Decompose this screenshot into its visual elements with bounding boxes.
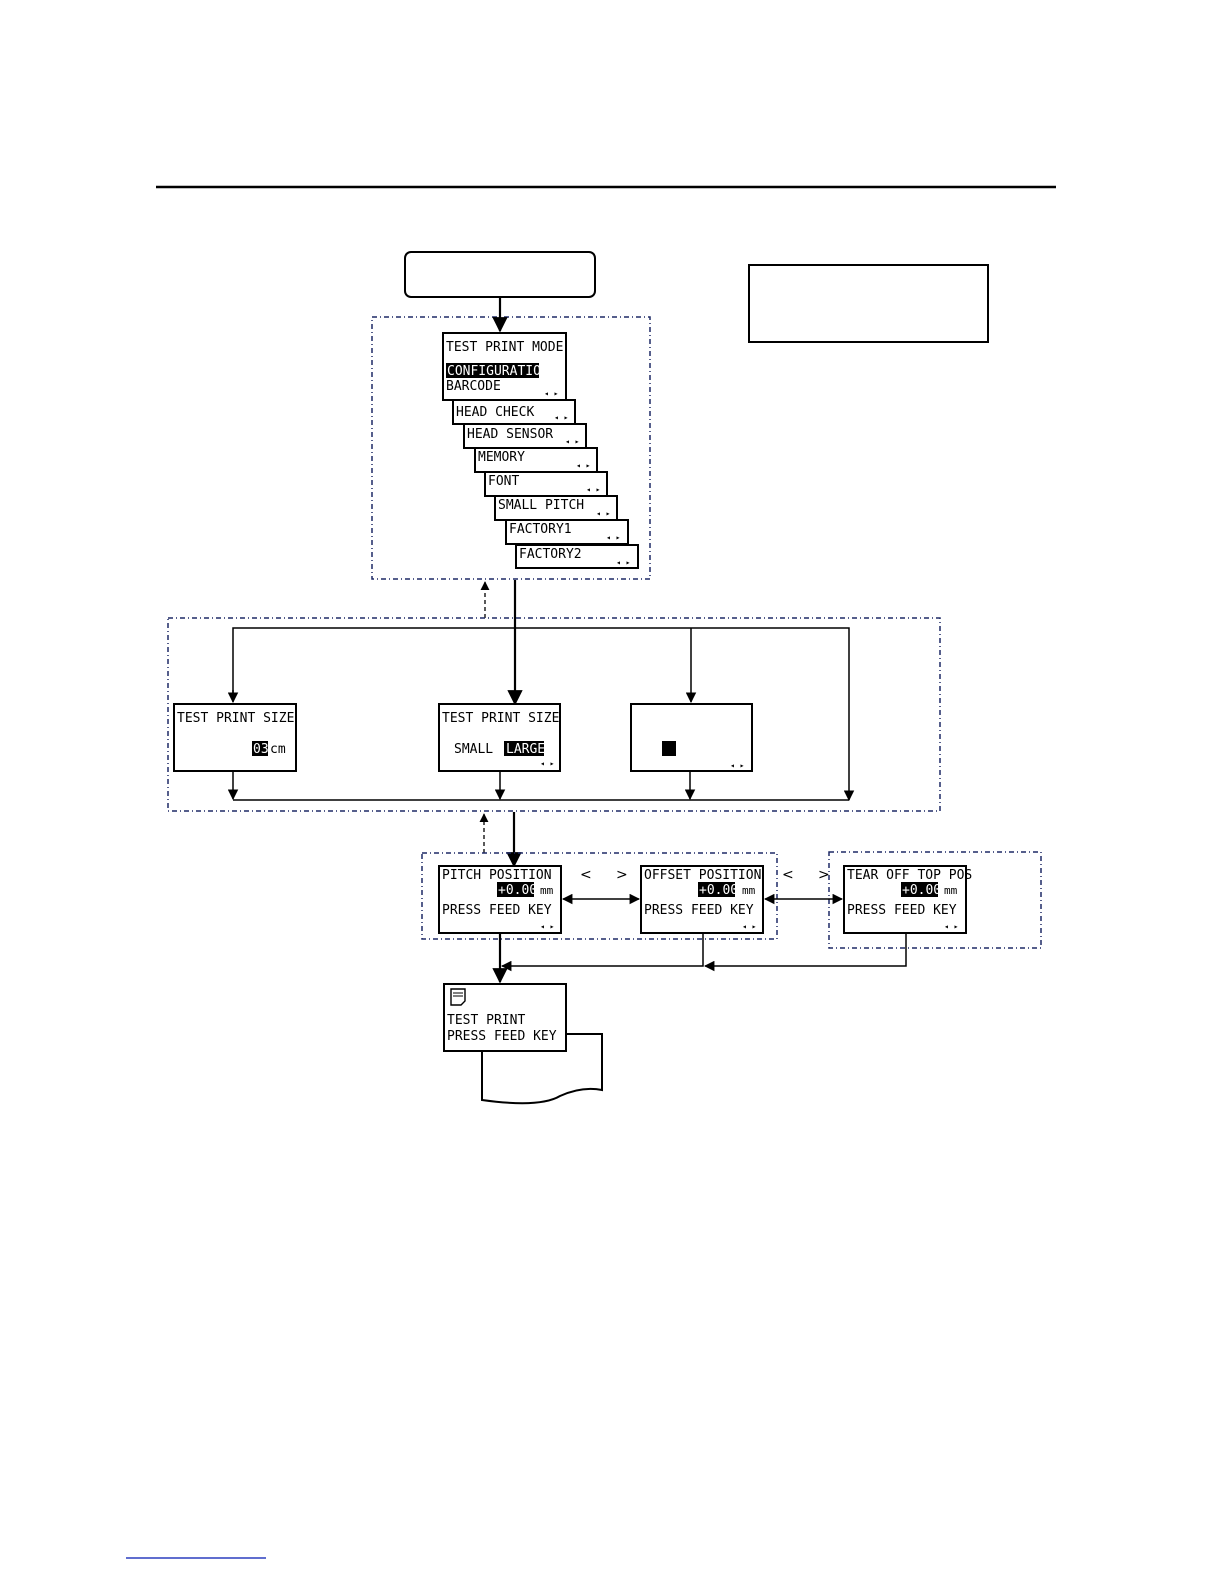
value-highlight [252,741,268,756]
nav-arrows-icon: ◂ ▸ [586,485,600,494]
note-box [748,264,989,343]
test-print-label: TEST PRINT [447,1013,525,1028]
option-small[interactable]: SMALL [454,742,493,757]
menu-card-head-sensor[interactable]: HEAD SENSOR ◂ ▸ [463,423,587,449]
nav-arrows-icon: ◂ ▸ [944,922,958,931]
lcd-title: TEST PRINT SIZE [177,711,294,726]
value-highlight [901,882,938,897]
lcd-test-print-mode[interactable]: TEST PRINT MODE CONFIGURATION BARCODE ◂ … [442,332,567,401]
menu-item-configuration[interactable]: CONFIGURATION [447,364,549,379]
lcd-title: PITCH POSITION [442,868,552,883]
menu-card-label: HEAD SENSOR [467,427,553,442]
lcd-title: TEAR OFF TOP POS [847,868,972,883]
lcd-prompt: PRESS FEED KEY [442,903,552,918]
nav-arrows-icon: ◂ ▸ [554,413,568,422]
lcd-pitch-position[interactable]: PITCH POSITION +0.00 mm PRESS FEED KEY ◂… [438,865,562,934]
branch-line-top [232,627,855,802]
nav-arrows-icon: ◂ ▸ [576,461,590,470]
nav-arrows-icon: ◂ ▸ [544,389,558,398]
chevron-left-icon: < [580,867,592,883]
line-offset-return [500,934,704,972]
lcd-offset-position[interactable]: OFFSET POSITION +0.00 mm PRESS FEED KEY … [640,865,764,934]
chevron-right-icon: > [616,867,628,883]
option-highlight [504,741,544,756]
lcd-size-select[interactable]: TEST PRINT SIZE SMALL LARGE ◂ ▸ [438,703,561,772]
lcd-title: TEST PRINT MODE [446,340,563,355]
pitch-unit: mm [540,884,554,897]
menu-card-memory[interactable]: MEMORY ◂ ▸ [474,447,598,473]
nav-arrows-icon: ◂ ▸ [730,761,744,770]
menu-item-barcode[interactable]: BARCODE [446,379,501,394]
test-print-prompt: PRESS FEED KEY [447,1029,557,1044]
menu-card-label: FACTORY2 [519,547,582,562]
lcd-title: OFFSET POSITION [644,868,761,883]
chevron-right-icon: > [818,867,830,883]
menu-card-label: FONT [488,474,519,489]
tear-off-unit: mm [944,884,958,897]
lcd-prompt: PRESS FEED KEY [847,903,957,918]
value-highlight [497,882,534,897]
menu-card-stack: FACTORY2 ◂ ▸ FACTORY1 ◂ ▸ SMALL PITCH ◂ … [442,332,639,569]
lcd-title: TEST PRINT SIZE [442,711,559,726]
option-large[interactable]: LARGE [506,742,545,757]
menu-card-label: FACTORY1 [509,522,572,537]
offset-value[interactable]: +0.00 [699,883,738,898]
size-unit: cm [270,742,286,757]
tear-off-value[interactable]: +0.00 [902,883,941,898]
nav-arrows-icon: ◂ ▸ [616,558,630,567]
nav-arrows-icon: ◂ ▸ [540,922,554,931]
menu-card-label: MEMORY [478,450,525,465]
nav-arrows-icon: ◂ ▸ [596,509,610,518]
menu-card-head-check[interactable]: HEAD CHECK ◂ ▸ [452,399,576,425]
pitch-value[interactable]: +0.00 [498,883,537,898]
selection-highlight [446,363,539,378]
group-size-settings [167,617,941,812]
menu-card-label: SMALL PITCH [498,498,584,513]
nav-arrows-icon: ◂ ▸ [742,922,756,931]
chevron-left-icon: < [782,867,794,883]
size-value[interactable]: 03 [253,742,269,757]
lcd-prompt: PRESS FEED KEY [644,903,754,918]
line-tearoff-return [703,934,907,972]
menu-card-factory1[interactable]: FACTORY1 ◂ ▸ [505,519,629,545]
menu-card-font[interactable]: FONT ◂ ▸ [484,471,608,497]
lcd-size-cm[interactable]: TEST PRINT SIZE 03 cm [173,703,297,772]
nav-arrows-icon: ◂ ▸ [606,533,620,542]
nav-arrows-icon: ◂ ▸ [565,437,579,446]
offset-unit: mm [742,884,756,897]
lcd-tear-off-top-pos[interactable]: TEAR OFF TOP POS +0.00 mm PRESS FEED KEY… [843,865,972,934]
lcd-test-print[interactable]: TEST PRINT PRESS FEED KEY [443,983,603,1105]
value-highlight [698,882,735,897]
group-mode-menu [371,316,651,580]
menu-card-small-pitch[interactable]: SMALL PITCH ◂ ▸ [494,495,618,521]
start-box [404,251,596,298]
lcd-blank[interactable]: ◂ ▸ [630,703,753,772]
document-icon [450,988,466,1006]
menu-card-label: HEAD CHECK [456,405,534,420]
cursor-block [662,741,676,756]
menu-card-factory2[interactable]: FACTORY2 ◂ ▸ [515,544,639,569]
nav-arrows-icon: ◂ ▸ [540,759,554,768]
